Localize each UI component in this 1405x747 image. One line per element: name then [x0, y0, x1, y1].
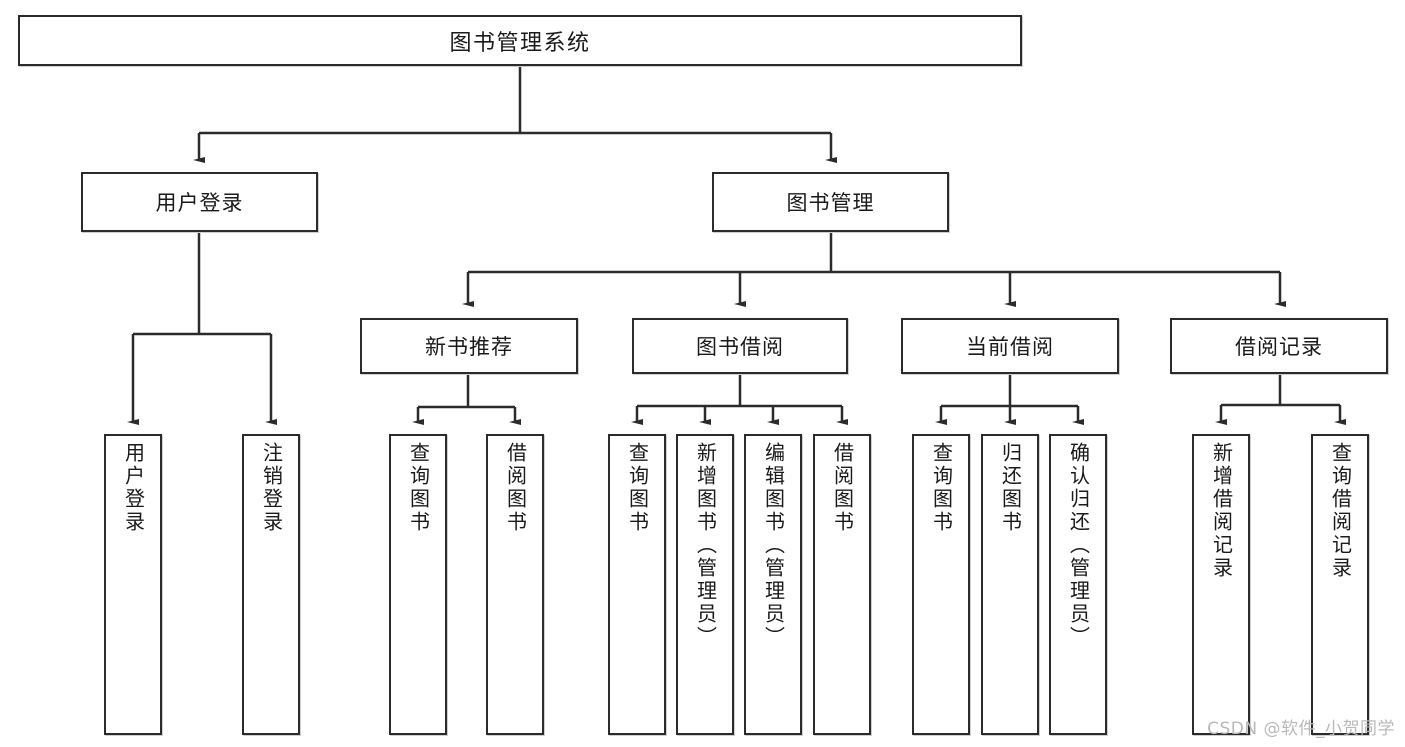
watermark: CSDN @软件_小贺同学: [1207, 719, 1395, 739]
node-current-borrow[interactable]: 当前借阅: [901, 318, 1119, 374]
leaf-edit-book-admin[interactable]: 编辑图书（管理员）: [744, 434, 802, 735]
leaf-borrow-book-recommend[interactable]: 借阅图书: [486, 434, 544, 735]
node-user-login[interactable]: 用户登录: [81, 172, 318, 232]
leaf-query-book-borrow[interactable]: 查询图书: [608, 434, 666, 735]
node-book-management[interactable]: 图书管理: [712, 172, 949, 232]
node-book-borrow[interactable]: 图书借阅: [632, 318, 848, 374]
node-root-system[interactable]: 图书管理系统: [18, 15, 1022, 66]
leaf-query-book-recommend[interactable]: 查询图书: [389, 434, 447, 735]
leaf-logout[interactable]: 注销登录: [242, 434, 300, 735]
node-new-book-recommend[interactable]: 新书推荐: [360, 318, 578, 374]
node-borrow-record[interactable]: 借阅记录: [1170, 318, 1388, 374]
leaf-add-borrow-record[interactable]: 新增借阅记录: [1192, 434, 1250, 735]
leaf-return-book[interactable]: 归还图书: [981, 434, 1039, 735]
leaf-query-borrow-record[interactable]: 查询借阅记录: [1311, 434, 1369, 735]
leaf-confirm-return-admin[interactable]: 确认归还（管理员）: [1049, 434, 1107, 735]
leaf-add-book-admin[interactable]: 新增图书（管理员）: [676, 434, 734, 735]
leaf-borrow-book[interactable]: 借阅图书: [813, 434, 871, 735]
leaf-user-login[interactable]: 用户登录: [104, 434, 162, 735]
leaf-query-book-current[interactable]: 查询图书: [912, 434, 970, 735]
